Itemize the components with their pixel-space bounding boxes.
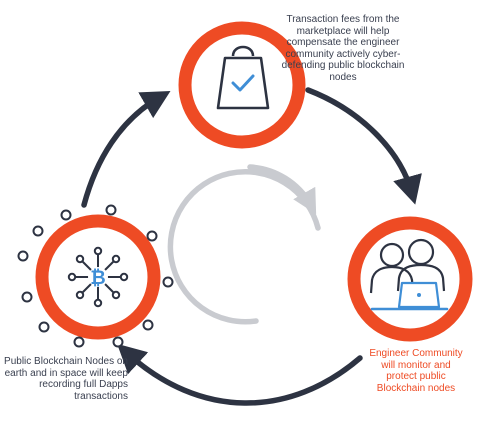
arrow-blockchain-to-marketplace	[81, 90, 171, 208]
node-blockchain: ₿	[17, 204, 174, 348]
svg-text:₿: ₿	[90, 268, 105, 289]
cycle-arrow-icon	[167, 164, 321, 325]
arrow-marketplace-to-engineers	[305, 87, 422, 205]
engineers-caption: Engineer Community will monitor and prot…	[369, 348, 463, 394]
node-engineers	[347, 216, 473, 342]
satellite-node-dots	[17, 204, 174, 348]
marketplace-caption: Transaction fees from the marketplace wi…	[281, 14, 405, 83]
node-marketplace	[178, 21, 306, 149]
arrow-engineers-to-blockchain	[117, 343, 363, 406]
shopping-bag-check-icon	[216, 45, 270, 110]
bitcoin-network-icon: ₿	[67, 246, 129, 308]
blockchain-caption: Public Blockchain Nodes on earth and in …	[4, 356, 128, 402]
engineers-laptop-icon	[369, 238, 449, 311]
